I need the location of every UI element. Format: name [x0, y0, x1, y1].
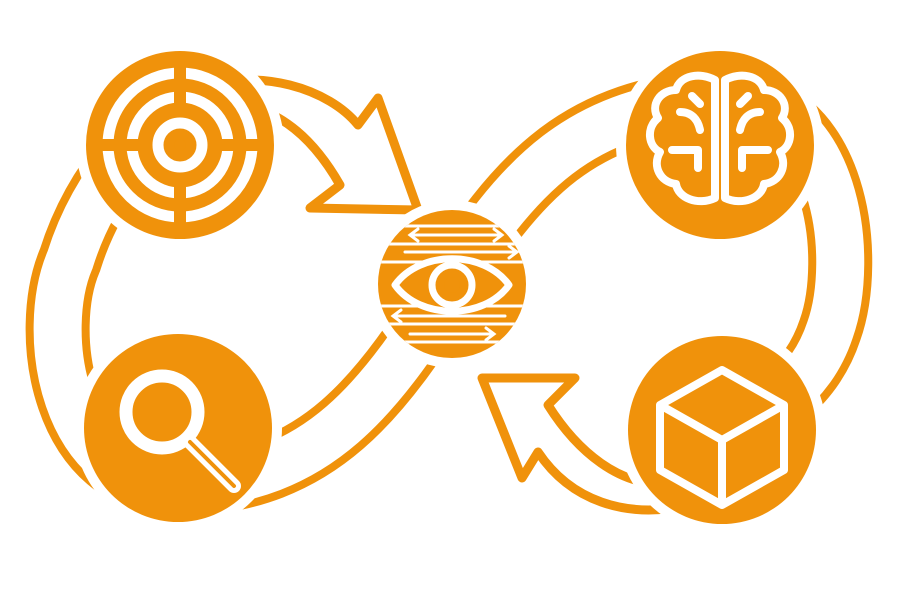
magnifier-icon — [119, 369, 241, 493]
eye-icon — [391, 255, 513, 315]
box-icon — [656, 366, 788, 509]
brain-icon — [646, 71, 794, 206]
brain-node — [616, 41, 824, 249]
eye-node — [368, 200, 536, 368]
box-node — [618, 326, 826, 534]
target-node — [76, 41, 284, 249]
arrow-left-icon — [477, 373, 695, 515]
eye-arrows — [390, 227, 520, 342]
search-node — [74, 324, 282, 532]
